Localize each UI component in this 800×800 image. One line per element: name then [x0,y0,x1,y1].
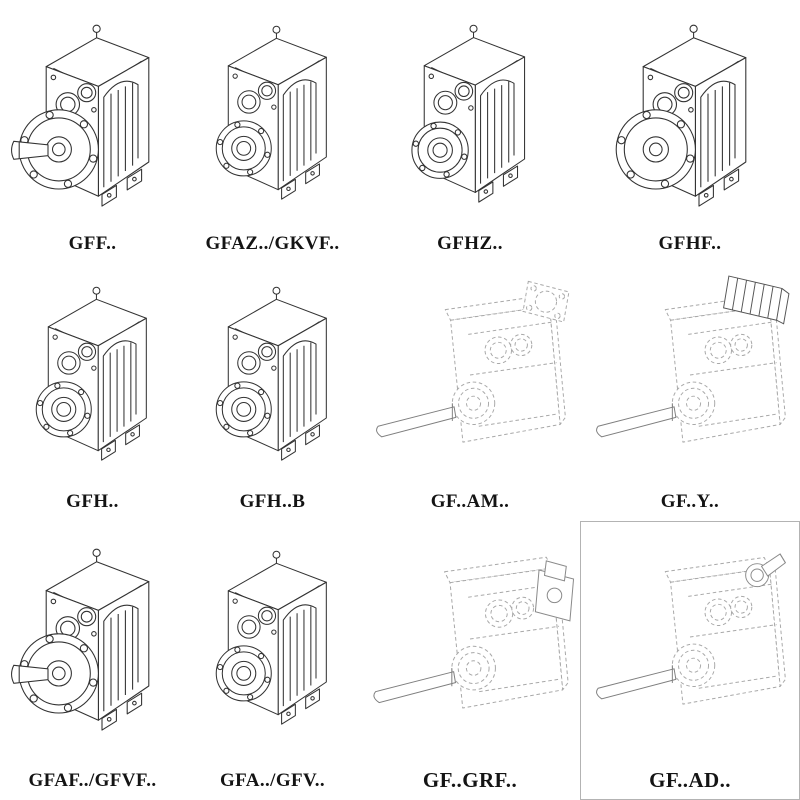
product-cell-gfh: GFH.. [0,263,185,521]
gearbox-drawing-output-flange-shaft [3,527,183,755]
product-label: GFH.. [66,491,119,513]
gearbox-drawing-output-flange-hollow [600,6,780,228]
product-label: GFAZ../GKVF.. [205,233,340,255]
gearbox-drawing-with-motor [584,269,796,481]
product-label: GF..AD.. [649,767,731,792]
product-cell-gf-am: GF..AM.. [360,263,580,521]
product-cell-gfh-b: GFH..B [185,263,360,521]
product-label: GFHF.. [658,233,722,255]
product-label: GF..AM.. [430,491,510,513]
gearbox-drawing-input-shaft-adapter [584,527,796,747]
gearbox-drawing-hollow-bore [187,6,359,222]
gearbox-drawing-hollow-bore [187,527,359,751]
product-label: GFH..B [239,491,306,513]
product-cell-gfaz-gkvf: GFAZ../GKVF.. [185,0,360,263]
product-cell-gfaf-gfvf: GFAF../GFVF.. [0,521,185,800]
product-cell-gfhz: GFHZ.. [360,0,580,263]
product-label: GFF.. [68,233,117,255]
product-cell-gf-y: GF..Y.. [580,263,800,521]
product-label: GF..Y.. [660,491,720,513]
product-cell-gfhf: GFHF.. [580,0,800,263]
product-cell-gf-grf: GF..GRF.. [360,521,580,800]
product-cell-gff: GFF.. [0,0,185,263]
product-label: GFHZ.. [437,233,503,255]
product-label: GFAF../GFVF.. [28,770,157,792]
gearbox-drawing-hollow-bore [7,269,179,481]
product-label: GFA../GFV.. [219,770,326,792]
product-label: GF..GRF.. [422,767,518,792]
gearbox-drawing-output-flange-shaft [3,6,183,228]
gearbox-drawing-hollow-bore [382,6,558,224]
product-cell-gf-ad: GF..AD.. [580,521,800,800]
gearbox-drawing-gear-input-adapter [361,527,579,751]
product-cell-gfa-gfv: GFA../GFV.. [185,521,360,800]
gearbox-drawing-input-flange-adapter [364,269,576,481]
gearbox-drawing-hollow-bore-foot [187,269,359,481]
